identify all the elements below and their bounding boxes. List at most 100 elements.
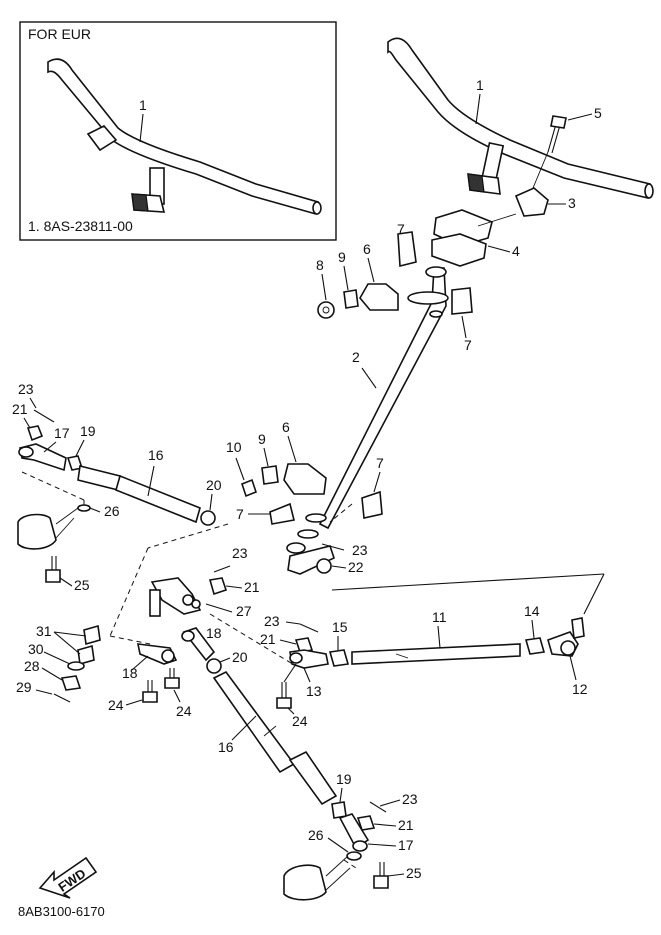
knuckle-bracket-left: [17, 507, 79, 550]
callout-23b: 23: [18, 381, 34, 397]
callout-12: 12: [572, 681, 588, 697]
callout-28: 28: [24, 658, 40, 674]
callout-14: 14: [524, 603, 540, 619]
locknut-20-left: [200, 510, 216, 526]
castle-nut-21-lower: [356, 815, 376, 831]
bushing-7-lower-a: [269, 502, 295, 525]
callout-13: 13: [306, 683, 322, 699]
callout-25a: 25: [74, 577, 90, 593]
cotter-pin-29: [53, 693, 71, 703]
tie-rod-16-left: [77, 465, 201, 524]
tie-rod-11: [351, 643, 521, 665]
cotter-pin-23-lower: [369, 801, 387, 813]
callout-30: 30: [28, 641, 44, 657]
bolt-24-a: [142, 680, 158, 703]
callout-25b: 25: [406, 865, 422, 881]
knuckle-bracket-lower: [283, 855, 357, 901]
callout-23c: 23: [232, 545, 248, 561]
callout-3: 3: [568, 195, 576, 211]
callout-8: 8: [316, 257, 324, 273]
callout-1: 1: [476, 77, 484, 93]
cotter-pin-23-center: [213, 565, 231, 573]
callout-31: 31: [36, 623, 52, 639]
tie-rod-end-18-left: [136, 643, 178, 665]
inset-part-note: 1. 8AS-23811-00: [28, 218, 133, 234]
locknut-14: [524, 637, 546, 655]
cotter-pin-23-right: [299, 623, 319, 633]
callout-23e: 23: [402, 791, 418, 807]
tie-rod-end-17-lower: [338, 813, 370, 852]
nut-22: [316, 558, 332, 574]
callout-21c: 21: [260, 631, 276, 647]
callout-26b: 26: [308, 827, 324, 843]
callout-29: 29: [16, 679, 32, 695]
callout-7c: 7: [236, 506, 244, 522]
callout-9b: 9: [258, 431, 266, 447]
nut-28: [60, 675, 82, 691]
tie-rod-end-17-left: [18, 443, 67, 472]
bolt-10: [241, 478, 257, 498]
nut-19-lower: [331, 801, 347, 819]
castle-nut-21-left: [26, 425, 44, 442]
tie-rod-end-18-right: [181, 627, 216, 662]
callout-4: 4: [512, 243, 520, 259]
bushing-7-upper-a: [397, 231, 417, 268]
handlebar-holder-4: [431, 209, 517, 267]
callout-17a: 17: [54, 425, 70, 441]
steering-column-2: [318, 266, 449, 530]
callout-23a: 23: [352, 542, 368, 558]
callout-9a: 9: [338, 249, 346, 265]
callout-24c: 24: [292, 713, 308, 729]
callout-5: 5: [594, 105, 602, 121]
callout-7a: 7: [397, 221, 405, 237]
bolt-5: [547, 115, 567, 154]
callout-18b: 18: [206, 625, 222, 641]
tie-rod-end-12: [547, 617, 585, 657]
bolt-25-lower: [373, 862, 389, 889]
callout-27: 27: [236, 603, 252, 619]
fwd-direction-arrow-icon: [38, 856, 98, 899]
callout-21a: 21: [12, 401, 28, 417]
clamp-6-upper: [359, 283, 399, 311]
cotter-pin-23-left: [33, 409, 55, 423]
handlebar: [387, 37, 654, 199]
callout-20a: 20: [206, 477, 222, 493]
callout-21b: 21: [244, 579, 260, 595]
castle-nut-21-right: [294, 637, 314, 653]
callout-7d: 7: [376, 455, 384, 471]
castle-nut-21-center: [208, 577, 228, 596]
inset-title: FOR EUR: [28, 26, 91, 42]
pitman-arm-27: [149, 577, 202, 617]
steering-column-lower-arm: [286, 513, 335, 575]
callout-22: 22: [348, 559, 364, 575]
callout-10: 10: [226, 439, 242, 455]
bushing-7-lower-b: [361, 490, 383, 519]
inset-for-eur: FOR EUR 1. 8AS-23811-00 1: [19, 21, 337, 241]
callout-16b: 16: [218, 739, 234, 755]
washer-26-lower: [346, 851, 362, 861]
cotter-pin-23-column: [321, 543, 345, 551]
locknut-15: [328, 649, 350, 667]
callout-24b: 24: [176, 703, 192, 719]
bushing-31: [77, 624, 101, 666]
callout-24a: 24: [108, 697, 124, 713]
bolt-25-left: [45, 556, 61, 583]
callout-inset-1: 1: [139, 97, 147, 113]
clamp-6-lower: [283, 463, 327, 495]
clip-9-lower: [261, 465, 279, 485]
locknut-20-center: [206, 658, 222, 674]
callout-17b: 17: [398, 837, 414, 853]
callout-7b: 7: [464, 337, 472, 353]
callout-21d: 21: [398, 817, 414, 833]
callout-23d: 23: [264, 613, 280, 629]
callout-6b: 6: [282, 419, 290, 435]
callout-2: 2: [352, 349, 360, 365]
nut-8: [317, 301, 335, 319]
callout-19a: 19: [80, 423, 96, 439]
bushing-7-upper-b: [451, 287, 473, 315]
callout-19b: 19: [336, 771, 352, 787]
callout-6a: 6: [363, 241, 371, 257]
diagram-code: 8AB3100-6170: [18, 904, 105, 919]
callout-20b: 20: [232, 649, 248, 665]
